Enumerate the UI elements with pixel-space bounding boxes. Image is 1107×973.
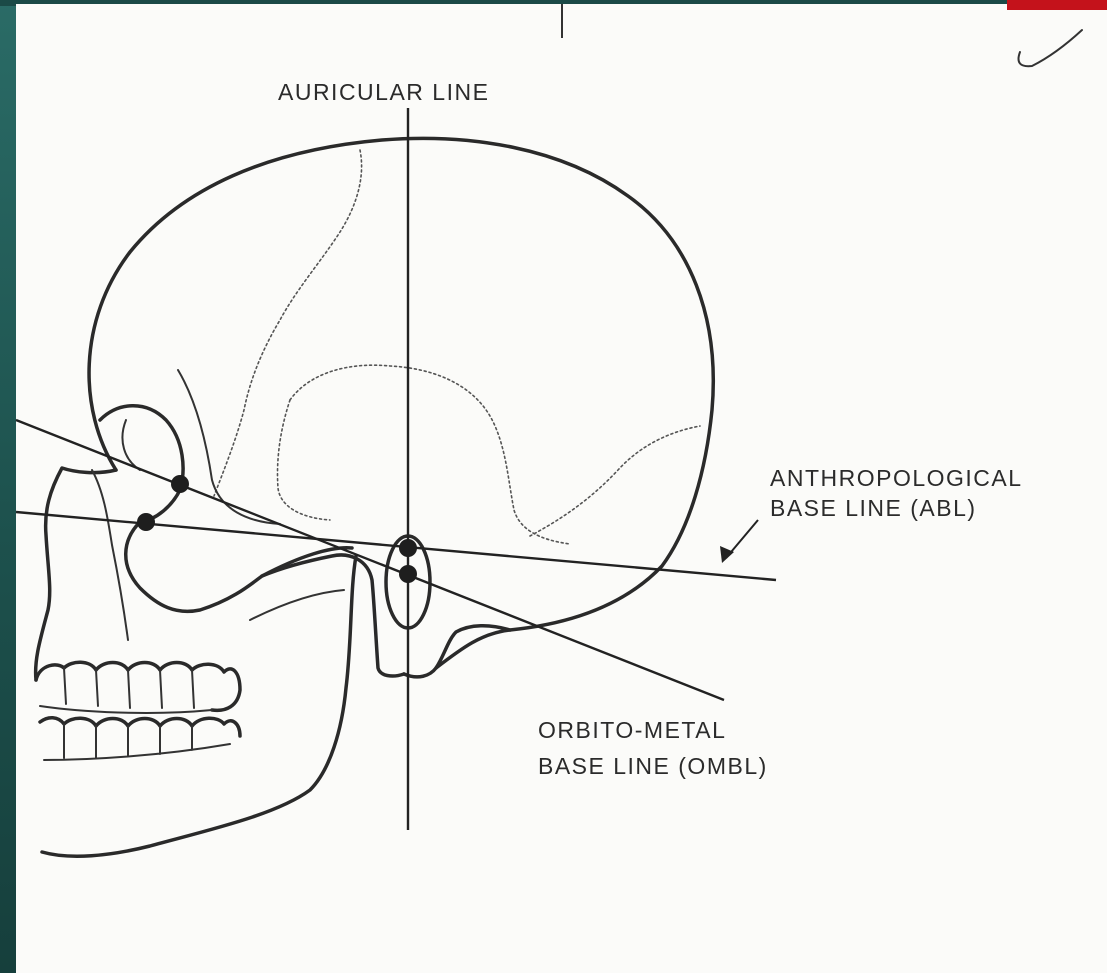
- auricular-line-label: AURICULAR LINE: [278, 79, 489, 105]
- ombl-label-line2: BASE LINE (OMBL): [538, 753, 768, 779]
- check-mark: [1019, 30, 1083, 66]
- squamous-suture: [290, 365, 570, 544]
- ombl-label-line1: ORBITO-METAL: [538, 717, 726, 743]
- upper-teeth: [36, 662, 240, 713]
- external-auditory-meatus-point: [399, 565, 417, 583]
- mandible-notch: [250, 590, 344, 620]
- lambdoid-suture: [530, 426, 700, 536]
- abl-label-line1: ANTHROPOLOGICAL: [770, 465, 1023, 491]
- mandible-outline: [42, 556, 356, 856]
- temporal-suture: [278, 400, 331, 520]
- infraorbital-point: [137, 513, 155, 531]
- zygomatic-bone: [126, 522, 352, 611]
- ombl-line: [16, 420, 724, 700]
- lower-teeth: [40, 718, 240, 760]
- cranial-vault-outline: [89, 138, 713, 668]
- maxilla-line: [92, 470, 128, 640]
- abl-label-line2: BASE LINE (ABL): [770, 495, 977, 521]
- coronal-suture: [214, 150, 362, 496]
- ear-upper-point: [399, 539, 417, 557]
- zygomatic-arch: [262, 555, 404, 676]
- abl-pointer-arrowhead: [720, 546, 734, 563]
- outer-canthus-point: [171, 475, 189, 493]
- temporal-ridge: [178, 370, 280, 524]
